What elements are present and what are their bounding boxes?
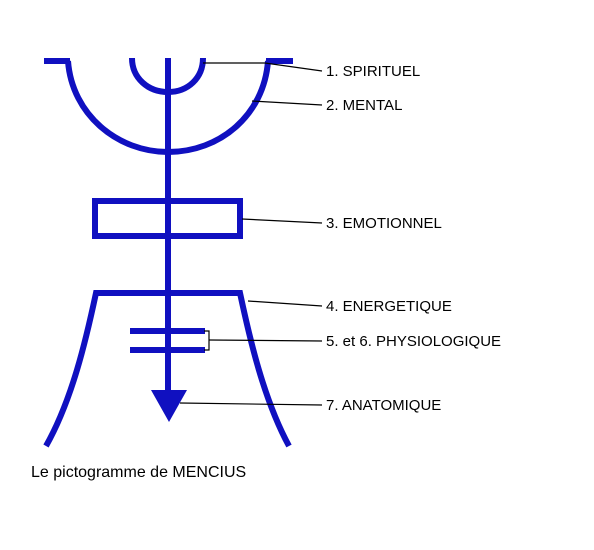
label-anatomique: 7. ANATOMIQUE: [326, 397, 441, 414]
label-energetique: 4. ENERGETIQUE: [326, 298, 452, 315]
label-physiologique: 5. et 6. PHYSIOLOGIQUE: [326, 333, 501, 350]
leader-lines: [179, 62, 323, 406]
label-emotionnel: 3. EMOTIONNEL: [326, 215, 442, 232]
leader-mental: [251, 100, 323, 106]
energetique-bell: [43, 290, 292, 448]
leader-spirituel: [203, 62, 323, 72]
leader-emotionnel: [241, 218, 323, 224]
emotionnel-rectangle: [92, 198, 243, 239]
anatomique-arrow-head: [151, 390, 187, 422]
leader-energetique: [247, 300, 323, 307]
label-spirituel: 1. SPIRITUEL: [326, 63, 420, 80]
mencius-pictogram: [43, 57, 293, 448]
diagram-caption: Le pictogramme de MENCIUS: [31, 464, 246, 481]
leader-physiologique: [208, 339, 323, 342]
label-mental: 2. MENTAL: [326, 97, 402, 114]
leader-anatomique: [179, 402, 323, 406]
